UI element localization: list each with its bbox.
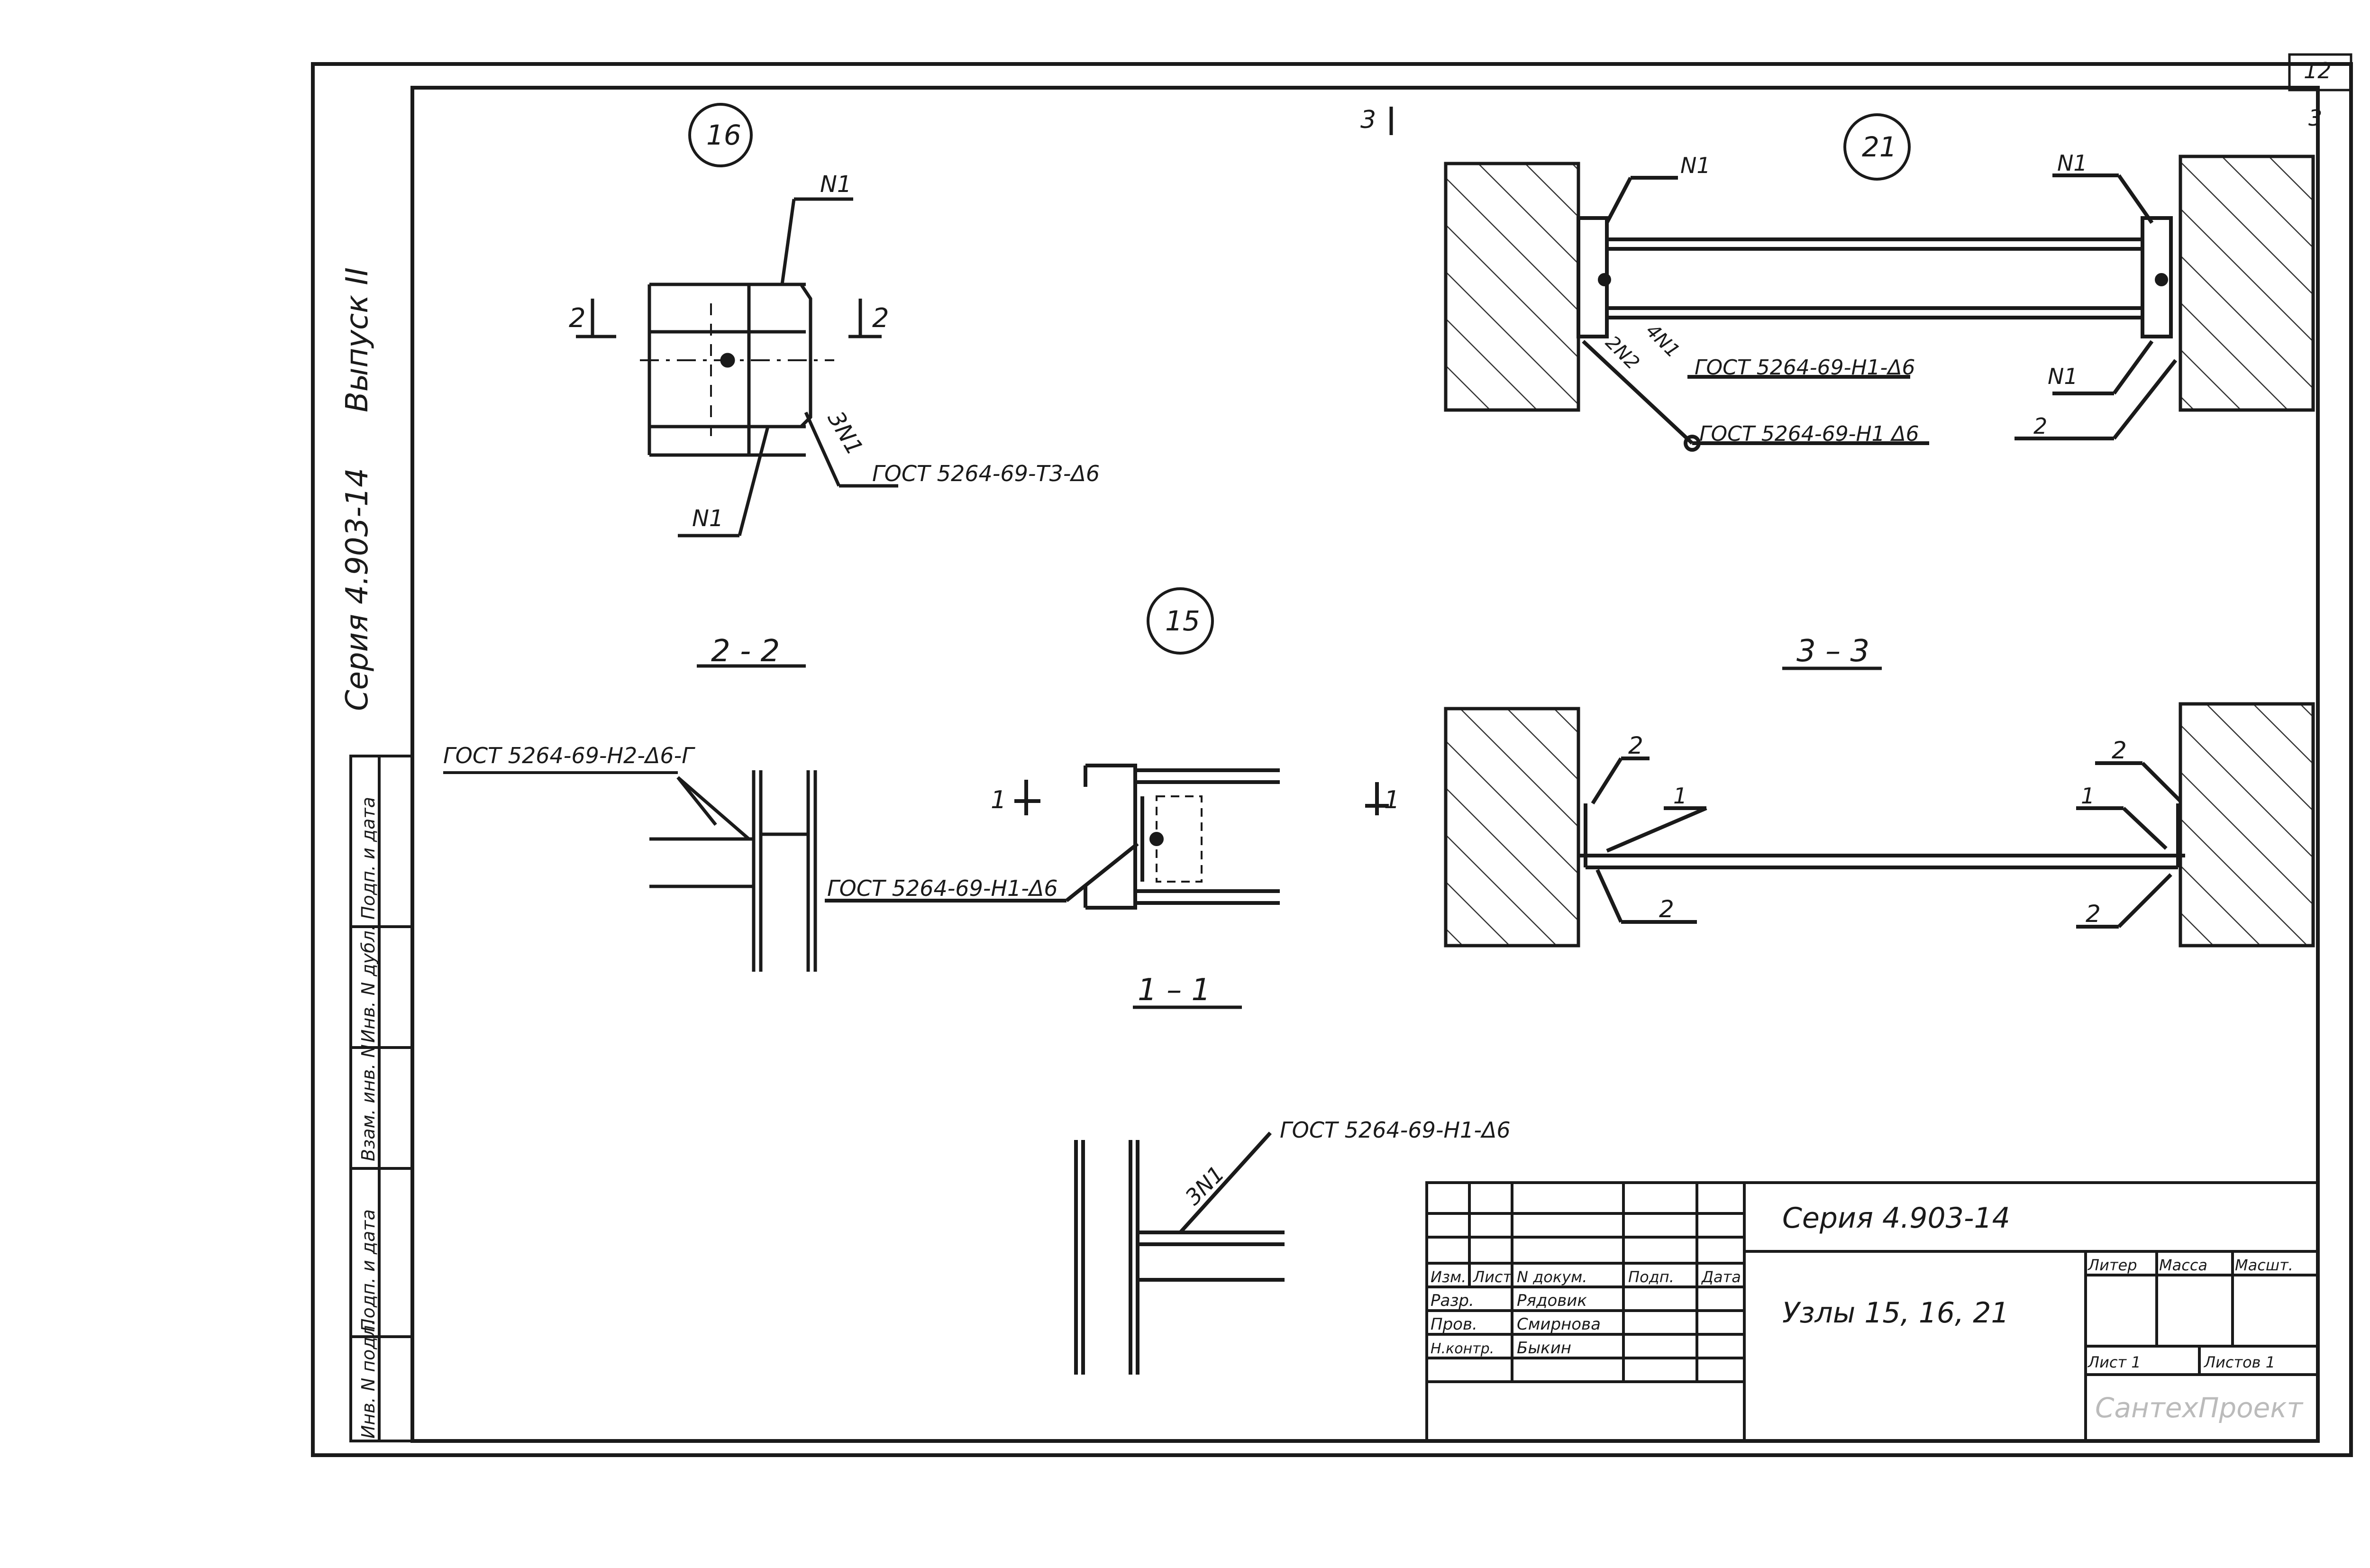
- tb-header-izm: Изм.: [1431, 1268, 1466, 1286]
- sheet-number: 12: [2304, 58, 2332, 83]
- svg-text:21: 21: [1862, 131, 1897, 163]
- side-stamp: [349, 755, 414, 1442]
- tb-header-date: Дата: [1701, 1268, 1741, 1286]
- tb-header-doc: N докум.: [1517, 1268, 1587, 1286]
- callout-1-right-33: 1: [2081, 783, 2095, 809]
- section-3-3-walls: [1444, 702, 2315, 948]
- callout-n1-left-21: N1: [1680, 153, 1711, 178]
- cut-mark-1-right: 1: [1384, 786, 1400, 814]
- node-21-walls: [1444, 155, 2315, 412]
- side-col-3: Инв. N дубл.: [358, 925, 379, 1043]
- tb-role-1: Разр.: [1431, 1291, 1474, 1310]
- node-21-marker: 21: [1843, 113, 1911, 181]
- cut-mark-2-right: 2: [872, 303, 889, 334]
- side-col-4: Подп. и дата: [358, 1209, 379, 1332]
- cut-mark-3-top: 3: [1360, 106, 1376, 134]
- callout-2-right-top-33: 2: [2112, 737, 2127, 764]
- node-15-marker: 15: [1147, 587, 1214, 655]
- tb-header-sign: Подп.: [1628, 1268, 1674, 1286]
- side-series: Серия 4.903-14: [340, 468, 375, 711]
- cut-mark-2-left: 2: [569, 303, 586, 334]
- section-3-3-beam: [1578, 757, 2185, 929]
- tb-role-2: Пров.: [1431, 1315, 1477, 1334]
- weld-label-15: ГОСТ 5264-69-Н1-Δ6: [827, 875, 1058, 901]
- node-21-beam: [1577, 173, 2178, 452]
- weld-label-21a: ГОСТ 5264-69-Н1-Δ6: [1695, 356, 1915, 380]
- callout-4n1-21: 4N1: [1641, 320, 1684, 363]
- callout-n1-top-16: N1: [820, 171, 851, 198]
- callout-n1-right-21: N1: [2057, 150, 2087, 176]
- tb-person-2: Смирнова: [1517, 1315, 1601, 1334]
- callout-3n1-16: 3N1: [822, 407, 868, 460]
- tb-role-3: Н.контр.: [1431, 1340, 1494, 1357]
- tb-org: СантехПроект: [2095, 1392, 2304, 1424]
- callout-n1-bottom-16: N1: [692, 505, 723, 532]
- tb-sheet: Лист 1: [2087, 1353, 2141, 1371]
- node-16-marker: 16: [688, 103, 753, 167]
- tb-header-list: Лист: [1473, 1268, 1512, 1286]
- tb-right-scale: Масшт.: [2235, 1256, 2293, 1274]
- callout-3n1-bottom: 3N1: [1180, 1161, 1230, 1210]
- callout-1-left-33: 1: [1673, 783, 1687, 809]
- callout-n1-lower-21: N1: [2048, 364, 2078, 389]
- title-name: Узлы 15, 16, 21: [1782, 1296, 2009, 1330]
- side-issue: Выпуск II: [340, 267, 375, 412]
- svg-text:15: 15: [1165, 605, 1200, 637]
- weld-label-16: ГОСТ 5264-69-Т3-Δ6: [872, 461, 1100, 486]
- callout-2-right-bottom-33: 2: [2086, 900, 2101, 928]
- section-2-2-title: 2 - 2: [711, 634, 780, 669]
- cut-mark-3-top-right: 3: [2308, 105, 2322, 131]
- tb-right-lit: Литер: [2087, 1256, 2137, 1274]
- tb-person-3: Быкин: [1517, 1339, 1571, 1358]
- node-16-drawing: [576, 197, 898, 538]
- weld-label-11: ГОСТ 5264-69-Н1-Δ6: [1280, 1117, 1511, 1143]
- section-1-1-title: 1 – 1: [1138, 973, 1211, 1008]
- side-col-1: Подп. и дата: [358, 797, 379, 920]
- bottom-detail: [1074, 1131, 1285, 1375]
- tb-right-mass: Масса: [2159, 1256, 2207, 1274]
- title-series: Серия 4.903-14: [1782, 1202, 2010, 1235]
- node-15-drawing: [825, 764, 1389, 910]
- cut-mark-1-left: 1: [991, 786, 1006, 814]
- section-3-3-title: 3 – 3: [1796, 634, 1869, 669]
- tb-sheets: Листов 1: [2204, 1353, 2275, 1371]
- tb-person-1: Рядовик: [1517, 1291, 1587, 1310]
- svg-text:16: 16: [706, 119, 741, 151]
- side-col-2: Взам. инв. N: [358, 1044, 379, 1161]
- title-block: [1425, 1181, 2319, 1442]
- section-2-2-drawing: [649, 770, 817, 972]
- callout-2-21: 2: [2033, 413, 2047, 439]
- weld-label-21b: ГОСТ 5264-69-Н1 Δ6: [1699, 422, 1919, 446]
- callout-2-left-top-33: 2: [1628, 732, 1643, 759]
- callout-2-left-bottom-33: 2: [1659, 895, 1674, 923]
- side-col-5: Инв. N подл.: [358, 1320, 379, 1439]
- weld-label-22: ГОСТ 5264-69-Н2-Δ6-Г: [443, 743, 695, 768]
